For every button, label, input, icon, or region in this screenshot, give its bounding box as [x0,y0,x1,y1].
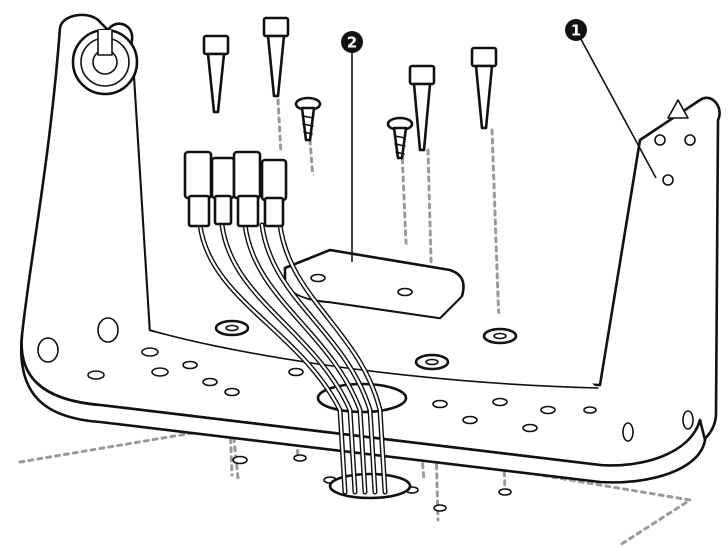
callout-mount-plate: 2 [341,31,363,262]
cable-connectors [183,150,288,228]
ratchet-knob [71,28,139,96]
surface-cable-hole [328,472,412,500]
phillips-screw [294,96,322,142]
callout-number: 1 [571,22,581,40]
hex-bolt [408,64,436,152]
hex-bolts [202,16,498,152]
small-screws [294,96,414,160]
right-arm-holes [654,99,696,186]
washers [214,319,518,371]
phillips-screw [386,116,414,160]
callout-number: 2 [347,34,357,52]
hex-bolt [202,34,230,114]
hex-bolt [262,16,290,98]
hex-bolt [470,46,498,130]
callout-bracket: 1 [565,19,657,179]
cable-bundle [197,222,388,495]
bracket-body [20,13,721,468]
